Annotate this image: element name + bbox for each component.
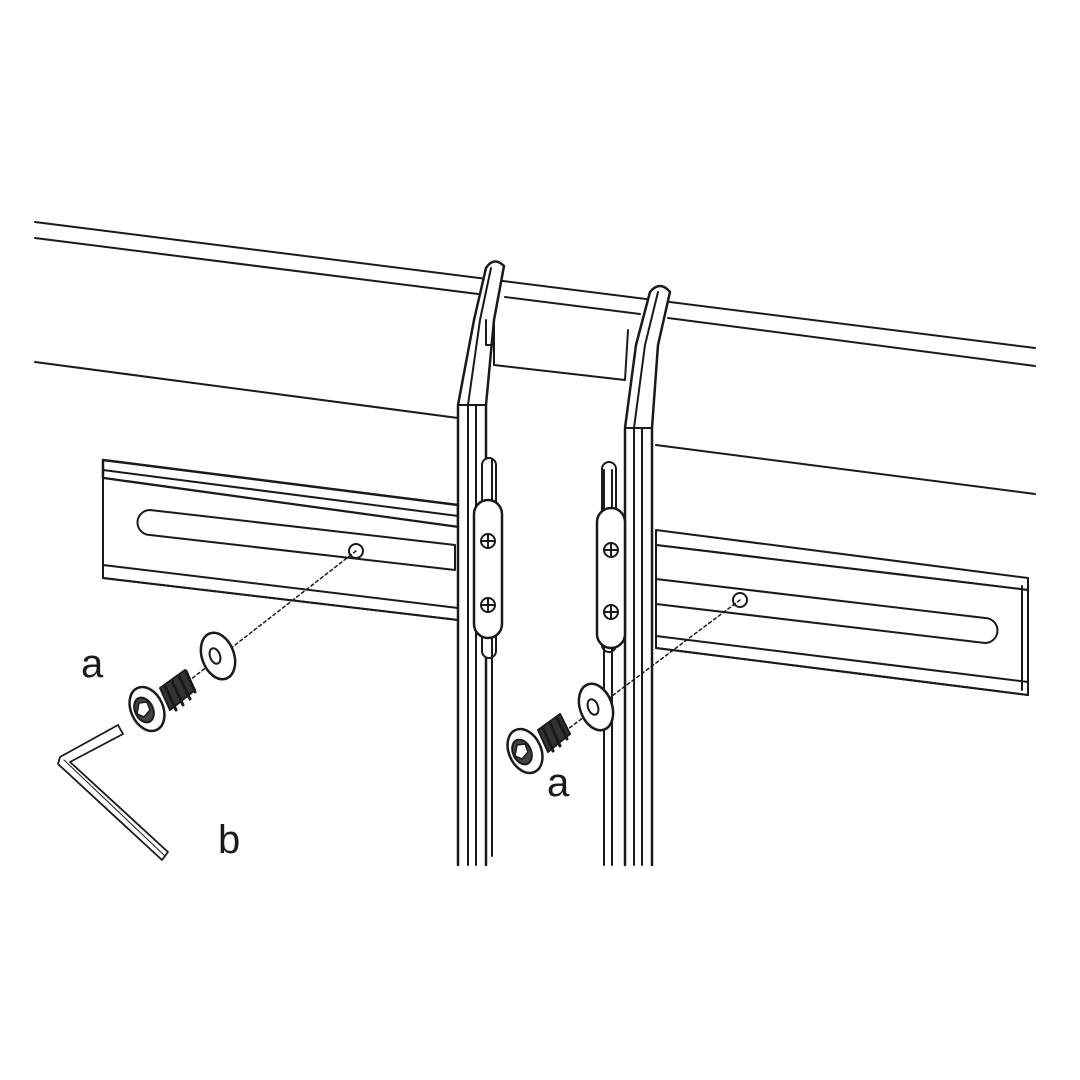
label-screw-right: a xyxy=(547,761,570,805)
rail-hole-left xyxy=(348,543,364,559)
label-screw-left: a xyxy=(81,642,104,686)
hanger-bracket-left xyxy=(456,260,629,867)
screw-left xyxy=(128,669,197,733)
washer-left xyxy=(199,631,237,681)
label-allen-key: b xyxy=(218,818,241,862)
washer-right xyxy=(577,682,615,732)
hanger-bracket-right xyxy=(595,284,672,867)
rail-hole-right xyxy=(732,592,748,608)
allen-key-icon xyxy=(57,724,169,861)
rail-slot-right xyxy=(655,578,999,644)
screw-right xyxy=(506,713,571,775)
tv-back-line xyxy=(34,361,1036,495)
tv-top-edge xyxy=(34,221,1036,367)
wall-rail xyxy=(101,458,1029,696)
rail-slot-left xyxy=(136,509,456,571)
